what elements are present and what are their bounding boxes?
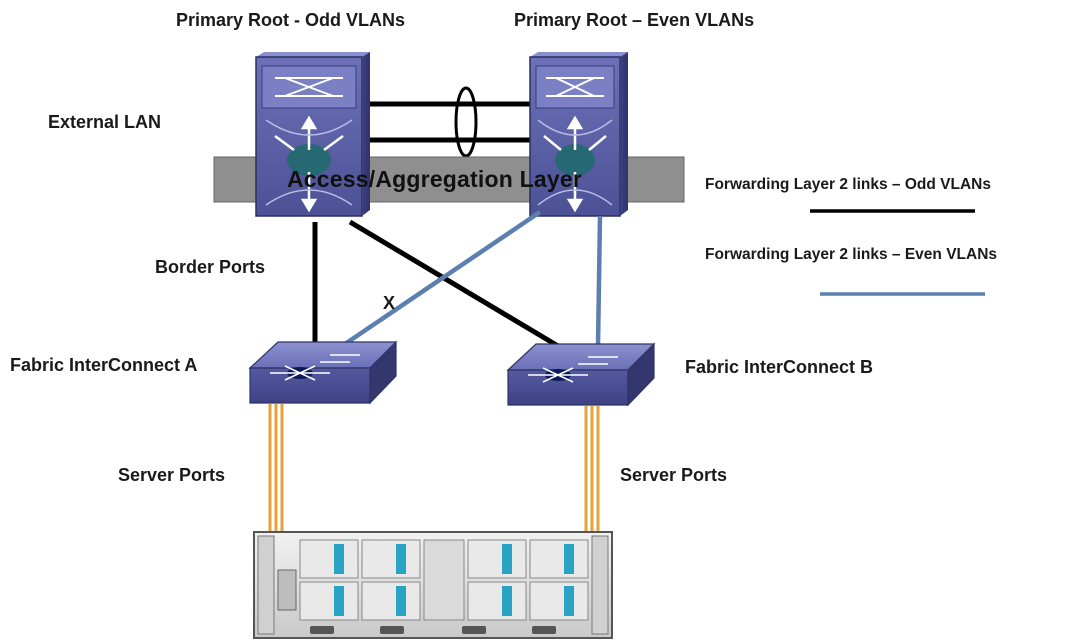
- core-switch-even-icon: [529, 52, 628, 217]
- server-ports-left-label: Server Ports: [118, 465, 226, 485]
- border-ports-label: Border Ports: [155, 257, 266, 277]
- fabric-interconnect-a-label: Fabric InterConnect A: [10, 355, 198, 375]
- legend-odd-label: Forwarding Layer 2 links – Odd VLANs: [705, 176, 991, 193]
- access-aggregation-layer-label: Access/Aggregation Layer: [287, 166, 582, 192]
- link-fi-b-odd: [348, 219, 560, 349]
- uplink-links: [312, 210, 603, 349]
- link-fi-a-even-blocked: [343, 210, 542, 346]
- legend-even-label: Forwarding Layer 2 links – Even VLANs: [705, 246, 998, 263]
- link-fi-b-even: [595, 215, 603, 347]
- fabric-interconnect-b-label: Fabric InterConnect B: [685, 357, 874, 377]
- external-lan-label: External LAN: [48, 112, 162, 132]
- core-interconnect-links: [368, 86, 530, 158]
- primary-root-odd-label: Primary Root - Odd VLANs: [176, 10, 406, 30]
- fabric-interconnect-b-icon: [506, 342, 656, 407]
- server-port-links: [268, 404, 600, 532]
- blade-chassis-icon: [253, 531, 613, 639]
- core-switch-odd-icon: [255, 52, 370, 217]
- primary-root-even-label: Primary Root – Even VLANs: [514, 10, 755, 30]
- fabric-interconnect-a-icon: [248, 340, 398, 405]
- port-channel-bundle-icon: [454, 86, 478, 158]
- blocked-link-marker: X: [383, 293, 396, 313]
- server-ports-right-label: Server Ports: [620, 465, 728, 485]
